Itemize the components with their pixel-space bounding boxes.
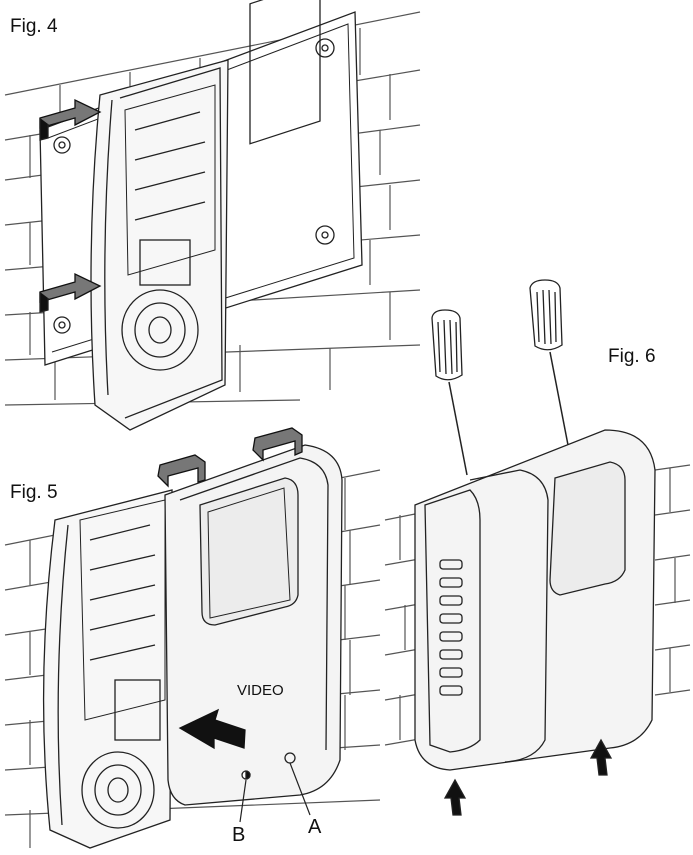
fig5-drawing [4, 427, 381, 849]
fig6-drawing [384, 279, 691, 816]
fig4-base-unit [90, 59, 229, 431]
fig6-screwdriver-left [431, 309, 468, 476]
fig4-speaker [121, 289, 199, 371]
fig4-screw-top-left [53, 136, 71, 154]
fig5-label: Fig. 5 [10, 482, 58, 503]
fig6-screwdriver-right [529, 279, 569, 446]
fig6-vent-slots [439, 559, 463, 696]
fig4-drawing [4, 0, 421, 431]
fig6-label: Fig. 6 [608, 346, 656, 367]
fig4-screw-bottom-left [53, 316, 71, 334]
fig4-screw-bottom-right [315, 225, 335, 245]
fig5-base-unit [42, 489, 173, 849]
fig5-video-text: VIDEO [237, 682, 284, 699]
fig6-arrow-left [443, 778, 467, 816]
fig6-screen-window [549, 461, 626, 596]
callout-b: B [232, 824, 246, 846]
fig5-push-arrow [178, 708, 246, 750]
callout-a: A [308, 816, 322, 838]
fig6-brick-wall [384, 464, 691, 746]
fig5-video-screen [199, 477, 299, 626]
fig4-label: Fig. 4 [10, 16, 58, 37]
fig4-screw-top-right [315, 38, 335, 58]
fig5-speaker [81, 751, 155, 829]
fig5-arrow-top-left [157, 454, 206, 488]
fig5-arrow-top-right [252, 427, 303, 462]
fig6-arrow-right [589, 738, 613, 776]
